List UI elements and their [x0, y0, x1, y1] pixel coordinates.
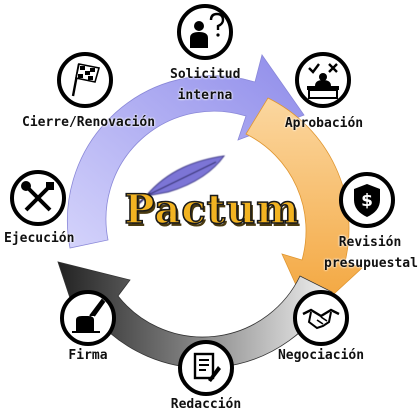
stage-label-negociacion: Negociación [276, 345, 366, 366]
stage-label-line: Revisión [338, 235, 402, 250]
feather-quill-icon [137, 155, 226, 205]
approval-desk-icon [295, 52, 351, 108]
brand-logo-text: Pactum [124, 185, 300, 234]
document-pen-icon [178, 340, 234, 396]
handshake-icon [293, 290, 349, 346]
stage-label-line: presupuestal [324, 256, 418, 271]
stage-label-revision: Revisión presupuestal [324, 232, 418, 274]
person-question-icon [177, 4, 233, 60]
svg-text:$: $ [361, 191, 373, 211]
stage-label-line: Cierre/Renovación [22, 115, 156, 130]
stage-label-solicitud: Solicitud interna [170, 64, 240, 106]
stage-label-aprobacion: Aprobación [282, 113, 366, 134]
stage-label-ejecucion: Ejecución [4, 228, 74, 249]
arrow-planning-segment [67, 54, 305, 249]
stage-label-cierre: Cierre/Renovación [22, 112, 156, 133]
dollar-shield-icon: $ [339, 172, 395, 228]
stage-label-line: Solicitud [170, 67, 241, 82]
stage-label-line: Ejecución [4, 231, 75, 246]
stage-label-line: Firma [68, 348, 108, 363]
stage-label-line: interna [177, 88, 233, 103]
stage-label-line: Redacción [170, 397, 242, 412]
arrow-approval-segment [245, 97, 363, 317]
stage-label-redaccion: Redacción [166, 394, 246, 415]
quill-inkwell-icon [60, 290, 116, 346]
tools-icon [10, 170, 66, 226]
checkered-flag-icon [57, 52, 113, 108]
stage-label-firma: Firma [64, 345, 112, 366]
stage-label-line: Aprobación [284, 116, 364, 131]
stage-label-line: Negociación [277, 348, 365, 363]
